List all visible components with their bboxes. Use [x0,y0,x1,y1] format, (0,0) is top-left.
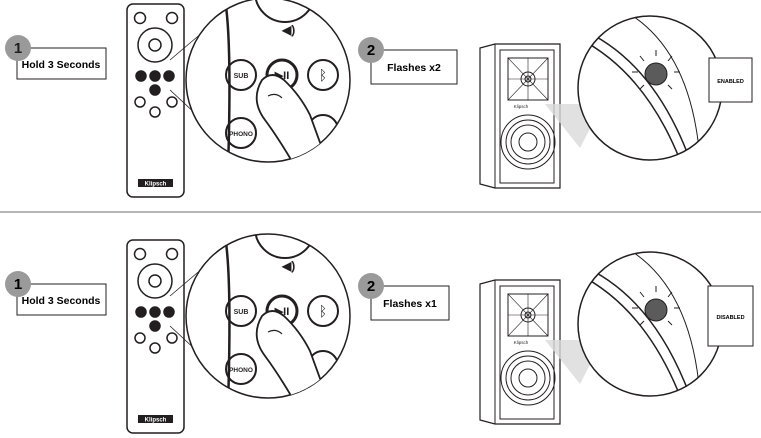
step2-number-badge [358,273,384,299]
speaker-badge: Klipsch [514,104,529,109]
step1-callout: 1 Hold 3 Seconds [5,35,107,80]
remote-control: Klipsch [126,239,185,434]
vol-down-button [134,96,146,108]
step1-label-box [16,283,107,316]
remote-brand: Klipsch [145,182,167,188]
menu-button [165,247,179,261]
sub-button [225,295,257,327]
volume-icon: ◀) [281,259,295,273]
step2-number-badge [358,37,384,63]
brand-plate [138,179,173,187]
status-label: ENABLED [717,79,744,85]
woofer-outer [500,350,556,406]
led-rays [632,50,680,90]
phono-button [225,117,257,149]
woofer-dustcap [518,132,538,152]
remote-brand: Klipsch [145,418,167,424]
bluetooth-button [307,295,339,327]
play-button-small [163,70,175,82]
step1-number: 1 [14,40,22,57]
step1-label: Hold 3 Seconds [22,295,101,307]
sub-button-small [149,70,161,82]
status-label: DISABLED [716,315,744,321]
step2-label: Flashes x2 [387,62,441,74]
phono-button [225,353,257,385]
step2-callout: 2 Flashes x2 [358,37,458,85]
menu-button [165,11,179,25]
magnified-remote: ◀) SUB ▶II ᛒ PHONO [185,233,351,399]
speaker: Klipsch [479,279,561,425]
status-led [644,298,668,322]
woofer-dustcap [518,368,538,388]
panel-enabled: 1 Hold 3 Seconds Klipsch [5,0,753,198]
panel-disabled: 1 Hold 3 Seconds Klipsch [5,233,754,434]
select-button [148,38,162,52]
led-rays [632,286,680,326]
step2-label-box [370,285,450,321]
volume-icon: ◀) [281,23,295,37]
remote-control: Klipsch [126,3,185,198]
play-button-small [163,306,175,318]
bluetooth-icon: ᛒ [319,67,327,83]
status-box [707,285,754,347]
sub-button-small [149,306,161,318]
step2-number: 2 [367,278,375,295]
step2-label: Flashes x1 [383,298,437,310]
woofer-outer [500,114,556,170]
step2-label-box [370,49,458,85]
step1-number: 1 [14,276,22,293]
vol-up-button [166,332,178,344]
speaker: Klipsch [479,43,561,189]
bluetooth-icon: ᛒ [319,303,327,319]
sub-button-label: SUB [234,73,249,80]
aux-button [149,84,161,96]
status-box [708,57,753,103]
tweeter [520,307,536,323]
select-button [148,274,162,288]
sub-button [225,59,257,91]
power-button [133,11,147,25]
vol-up-button [166,96,178,108]
phono-button-small [149,106,161,118]
step1-callout: 1 Hold 3 Seconds [5,271,107,316]
nav-ring [137,27,173,63]
nav-ring [137,263,173,299]
step1-number-badge [5,35,31,61]
tweeter [520,71,536,87]
step1-number-badge [5,271,31,297]
step2-callout: 2 Flashes x1 [358,273,450,321]
phono-button-label: PHONO [229,367,253,374]
vol-down-button [134,332,146,344]
status-led [644,62,668,86]
step1-label-box [16,47,107,80]
step1-label: Hold 3 Seconds [22,59,101,71]
input-button [135,306,147,318]
bluetooth-button [307,59,339,91]
sub-button-label: SUB [234,309,249,316]
speaker-badge: Klipsch [514,340,529,345]
phono-button-small [149,342,161,354]
input-button [135,70,147,82]
power-button [133,247,147,261]
magnified-led [577,15,723,161]
magnified-remote: ◀) SUB ▶II ᛒ PHONO [185,0,351,163]
step2-number: 2 [367,42,375,59]
brand-plate [138,415,173,423]
phono-button-label: PHONO [229,131,253,138]
aux-button [149,320,161,332]
